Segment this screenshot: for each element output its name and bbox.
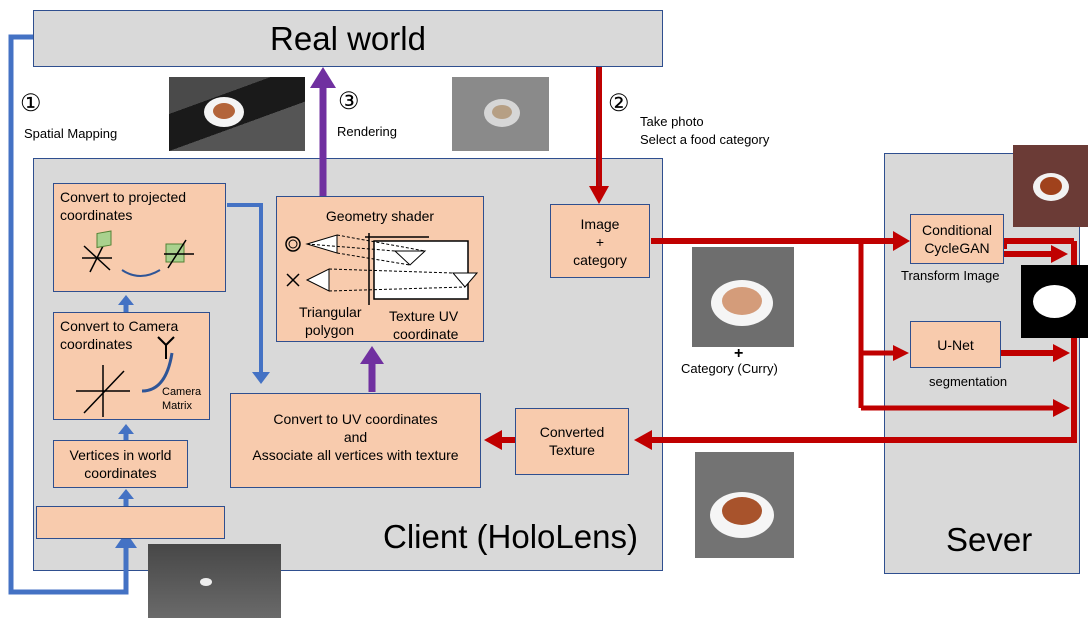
server-title: Sever xyxy=(946,521,1033,558)
image-line-1: Image xyxy=(580,216,620,232)
converted-texture-box: Converted Texture xyxy=(515,408,629,475)
to-unet-arrowhead xyxy=(893,345,909,361)
photo-segmentation-mask xyxy=(1021,265,1088,338)
shader-diagram-icon xyxy=(285,233,479,305)
client-title: Client (HoloLens) xyxy=(383,518,638,555)
vertices-line-2: coordinates xyxy=(84,465,157,481)
unet-label: U-Net xyxy=(937,337,974,353)
geometry-shader-title: Geometry shader xyxy=(325,208,435,224)
photo-converted-texture xyxy=(695,452,794,558)
uv-line-3: Associate all vertices with texture xyxy=(252,447,459,463)
camera-matrix-label-2: Matrix xyxy=(162,400,192,412)
to-gan-arrowhead xyxy=(893,231,910,251)
image-line-2: + xyxy=(595,234,605,250)
segmentation-caption: segmentation xyxy=(929,374,1008,389)
projected-coordinates-box: Convert to projected coordinates xyxy=(53,183,226,292)
projected-line-1: Convert to projected xyxy=(60,189,187,205)
projected-to-uv-arrow xyxy=(227,203,263,372)
uv-line-1: Convert to UV coordinates xyxy=(273,411,438,427)
arrow-up-3 xyxy=(118,295,134,305)
arrow-up-2 xyxy=(118,424,134,434)
return-arrowhead xyxy=(634,430,652,450)
empty-input-box xyxy=(36,506,225,539)
camera-line-1: Convert to Camera xyxy=(60,318,179,334)
real-world-title: Real world xyxy=(33,10,663,67)
projected-to-uv-arrowhead xyxy=(252,372,270,384)
unet-out-arrowhead xyxy=(1053,344,1070,362)
category-curry-label: Category (Curry) xyxy=(681,361,778,376)
photo-transformed xyxy=(1013,145,1088,227)
geometry-shader-box: Geometry shader Triangular polygon Textu… xyxy=(276,196,484,342)
camera-line-2: coordinates xyxy=(60,336,133,352)
triangular-label-1: Triangular xyxy=(299,304,362,320)
texture-to-uv-arrowhead xyxy=(484,430,502,450)
step-3-label: Rendering xyxy=(337,124,397,139)
step-1-label: Spatial Mapping xyxy=(24,126,118,141)
uv-coordinates-box: Convert to UV coordinates and Associate … xyxy=(230,393,481,488)
step-2-label-1: Take photo xyxy=(640,114,704,129)
arrow-up-1 xyxy=(118,489,134,499)
photo-real-dark xyxy=(169,77,305,151)
triangular-label-2: polygon xyxy=(305,322,355,338)
step-1-number: ① xyxy=(20,90,42,117)
spatial-mapping-arrow xyxy=(8,34,129,595)
gan-line-2: CycleGAN xyxy=(924,240,990,256)
bypass-arrowhead xyxy=(1053,399,1070,417)
texture-uv-label-1: Texture UV xyxy=(389,308,459,324)
uv-line-2: and xyxy=(343,429,368,445)
projection-cube-icon xyxy=(82,230,194,277)
spatial-mapping-arrowhead xyxy=(115,532,137,548)
real-world-panel xyxy=(33,10,663,67)
image-category-box: Image + category xyxy=(550,204,650,278)
gan-line-1: Conditional xyxy=(921,222,993,238)
converted-line-1: Converted xyxy=(539,424,605,440)
conditional-cyclegan-box: Conditional CycleGAN xyxy=(910,214,1004,264)
gan-out-arrowhead xyxy=(1051,245,1068,263)
texture-uv-label-2: coordinate xyxy=(393,326,459,342)
photo-input-food xyxy=(692,247,794,347)
transform-image-caption: Transform Image xyxy=(901,268,1000,283)
plus-sign: + xyxy=(734,345,744,362)
photo-rendered xyxy=(452,77,549,151)
step-2-number: ② xyxy=(608,90,630,117)
step-2-label-2: Select a food category xyxy=(640,132,770,147)
photo-spatial-scan xyxy=(148,544,281,618)
vertices-line-1: Vertices in world xyxy=(69,447,172,463)
real-world-label: Real world xyxy=(270,19,426,57)
camera-matrix-label-1: Camera xyxy=(162,386,202,398)
uv-to-shader-arrowhead xyxy=(360,346,384,364)
photo-arrowhead xyxy=(589,186,609,204)
image-line-3: category xyxy=(573,252,627,268)
projected-line-2: coordinates xyxy=(60,207,133,223)
unet-box: U-Net xyxy=(910,321,1001,368)
camera-coordinates-box: Convert to Camera coordinates Camera Mat… xyxy=(53,312,210,420)
rendering-arrowhead xyxy=(310,67,336,88)
step-3-number: ③ xyxy=(338,88,360,115)
vertices-world-box: Vertices in world coordinates xyxy=(53,440,188,488)
camera-axes-icon xyxy=(76,336,175,417)
converted-line-2: Texture xyxy=(549,442,595,458)
